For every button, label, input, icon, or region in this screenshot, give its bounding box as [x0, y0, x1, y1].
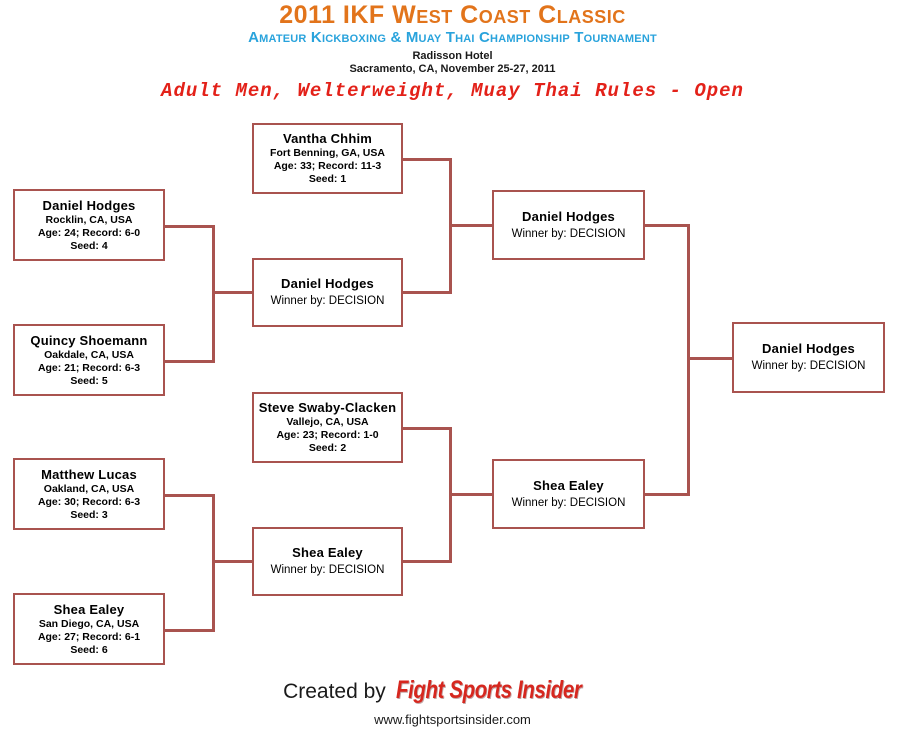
- fighter-result: Winner by: DECISION: [751, 360, 866, 372]
- bracket-node-r2-1[interactable]: Vantha Chhim Fort Benning, GA, USA Age: …: [252, 123, 403, 194]
- tournament-subtitle: Amateur Kickboxing & Muay Thai Champions…: [248, 29, 657, 46]
- fighter-seed: Seed: 5: [70, 374, 108, 387]
- fight-sports-insider-logo: Fight Sports Insider: [395, 676, 582, 704]
- page-footer: Created by Fight Sports Insider www.figh…: [0, 676, 905, 727]
- division-title: Adult Men, Welterweight, Muay Thai Rules…: [161, 80, 744, 102]
- fighter-hometown: Fort Benning, GA, USA: [270, 147, 385, 159]
- fighter-name: Shea Ealey: [292, 545, 363, 560]
- bracket-node-r1-3[interactable]: Matthew Lucas Oakland, CA, USA Age: 30; …: [13, 458, 165, 530]
- fighter-result: Winner by: DECISION: [511, 227, 626, 240]
- fighter-name: Daniel Hodges: [42, 197, 136, 213]
- tournament-title: 2011 IKF West Coast Classic: [279, 1, 626, 29]
- connector-r1-bot1-stub: [165, 494, 215, 497]
- bracket-node-r1-2[interactable]: Quincy Shoemann Oakdale, CA, USA Age: 21…: [13, 324, 165, 396]
- connector-final-feed: [687, 357, 732, 360]
- fighter-hometown: Oakland, CA, USA: [43, 482, 135, 495]
- connector-r2-top1-stub: [402, 158, 452, 161]
- fighter-hometown: Rocklin, CA, USA: [45, 213, 133, 226]
- connector-r2-bot1-stub: [402, 427, 452, 430]
- fighter-stats: Age: 24; Record: 6-0: [37, 226, 141, 239]
- fighter-stats: Age: 30; Record: 6-3: [37, 495, 141, 508]
- credit-label: Created by: [283, 680, 386, 703]
- fighter-hometown: San Diego, CA, USA: [38, 617, 140, 630]
- fighter-name: Vantha Chhim: [282, 131, 373, 146]
- fighter-seed: Seed: 1: [308, 173, 347, 185]
- fighter-hometown: Oakdale, CA, USA: [44, 348, 134, 361]
- fighter-stats: Age: 21; Record: 6-3: [37, 361, 141, 374]
- fighter-seed: Seed: 4: [70, 239, 108, 252]
- fighter-stats: Age: 23; Record: 1-0: [276, 429, 379, 441]
- connector-r2-bot-feed: [449, 493, 492, 496]
- connector-sf-join: [687, 224, 690, 496]
- fighter-name: Daniel Hodges: [522, 208, 615, 224]
- fighter-name: Matthew Lucas: [41, 466, 137, 482]
- fighter-seed: Seed: 2: [308, 442, 347, 454]
- bracket-node-r2-2[interactable]: Daniel Hodges Winner by: DECISION: [252, 258, 403, 327]
- fighter-result: Winner by: DECISION: [270, 564, 385, 576]
- connector-r1-bot2-stub: [165, 629, 215, 632]
- bracket-node-r2-4[interactable]: Shea Ealey Winner by: DECISION: [252, 527, 403, 596]
- fighter-result: Winner by: DECISION: [270, 295, 385, 307]
- bracket-node-semifinal-2[interactable]: Shea Ealey Winner by: DECISION: [492, 459, 645, 529]
- connector-r1-top1-stub: [165, 225, 215, 228]
- bracket-node-r1-4[interactable]: Shea Ealey San Diego, CA, USA Age: 27; R…: [13, 593, 165, 665]
- fighter-stats: Age: 33; Record: 11-3: [273, 160, 382, 172]
- fighter-seed: Seed: 3: [70, 508, 108, 521]
- fighter-name: Shea Ealey: [53, 601, 125, 617]
- connector-r1-bot-feed: [212, 560, 252, 563]
- bracket-node-final-champion[interactable]: Daniel Hodges Winner by: DECISION: [732, 322, 885, 393]
- connector-r1-bot-join: [212, 494, 215, 632]
- connector-r2-top2-stub: [402, 291, 452, 294]
- connector-r1-top-join: [212, 225, 215, 363]
- credit-row: Created by Fight Sports Insider: [0, 676, 905, 705]
- venue-name: Radisson Hotel: [412, 50, 493, 62]
- connector-sf-top-stub: [645, 224, 690, 227]
- fighter-name: Daniel Hodges: [281, 276, 374, 291]
- fighter-name: Shea Ealey: [533, 477, 604, 493]
- bracket-node-semifinal-1[interactable]: Daniel Hodges Winner by: DECISION: [492, 190, 645, 260]
- fighter-seed: Seed: 6: [70, 643, 108, 656]
- connector-r2-top-feed: [449, 224, 492, 227]
- bracket-node-r1-1[interactable]: Daniel Hodges Rocklin, CA, USA Age: 24; …: [13, 189, 165, 261]
- fighter-stats: Age: 27; Record: 6-1: [37, 630, 141, 643]
- connector-sf-bot-stub: [645, 493, 690, 496]
- fighter-result: Winner by: DECISION: [511, 496, 626, 509]
- fighter-name: Daniel Hodges: [762, 341, 855, 356]
- venue-location-date: Sacramento, CA, November 25-27, 2011: [349, 63, 556, 75]
- connector-r2-bot2-stub: [402, 560, 452, 563]
- page-header: 2011 IKF West Coast Classic Amateur Kick…: [0, 0, 905, 102]
- website-url[interactable]: www.fightsportsinsider.com: [374, 712, 531, 727]
- fighter-name: Steve Swaby-Clacken: [258, 400, 397, 415]
- connector-r1-top2-stub: [165, 360, 215, 363]
- fighter-name: Quincy Shoemann: [30, 332, 148, 348]
- connector-r1-top-feed: [212, 291, 252, 294]
- bracket-node-r2-3[interactable]: Steve Swaby-Clacken Vallejo, CA, USA Age…: [252, 392, 403, 463]
- fighter-hometown: Vallejo, CA, USA: [286, 416, 369, 428]
